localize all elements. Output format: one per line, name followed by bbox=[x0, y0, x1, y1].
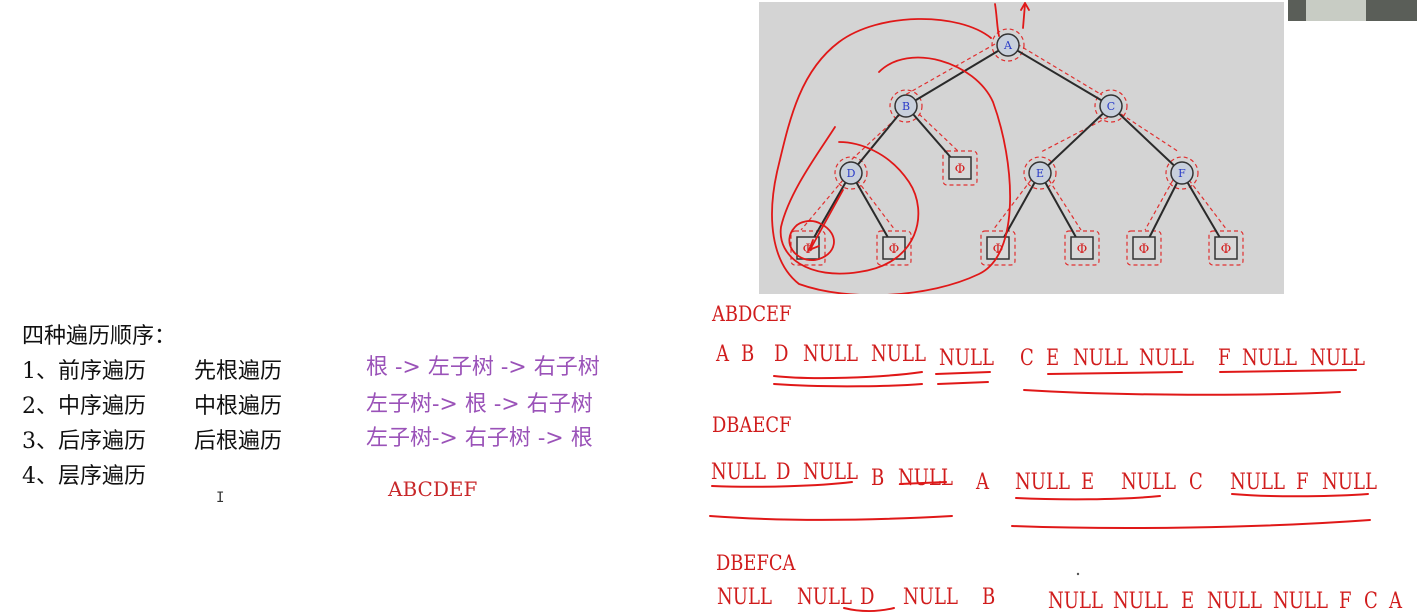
tree-node-c-label: C bbox=[1107, 100, 1115, 113]
postorder-token: C bbox=[1364, 589, 1378, 614]
tree-node-a-label: A bbox=[1003, 39, 1013, 52]
tree-node-c bbox=[1099, 94, 1123, 118]
inorder-token: NULL bbox=[711, 460, 766, 485]
tree-node-b bbox=[894, 94, 918, 118]
item-1-name: 1、前序遍历 bbox=[22, 359, 146, 384]
item-1-order: 根 -> 左子树 -> 右子树 bbox=[366, 355, 600, 380]
tree-null-leaf bbox=[1070, 236, 1094, 260]
preorder-token: NULL bbox=[1310, 346, 1365, 371]
item-4-name: 4、层序遍历 bbox=[22, 464, 146, 489]
inorder-label: DBAECF bbox=[712, 413, 792, 437]
item-2-name: 2、中序遍历 bbox=[22, 394, 146, 419]
inorder-token: B bbox=[871, 466, 885, 491]
postorder-token: F bbox=[1339, 589, 1352, 614]
tree-edges bbox=[807, 44, 1227, 249]
preorder-token: NULL bbox=[1242, 346, 1297, 371]
preorder-token: F bbox=[1218, 346, 1231, 371]
postorder-label: DBEFCA bbox=[716, 551, 796, 575]
preorder-token: NULL bbox=[803, 342, 858, 367]
inorder-token: NULL bbox=[803, 460, 858, 485]
preorder-token: NULL bbox=[1139, 346, 1194, 371]
preorder-token: C bbox=[1020, 346, 1034, 371]
item-1-alias: 先根遍历 bbox=[194, 359, 283, 384]
handwritten-traversal-ink bbox=[771, 1, 1030, 297]
null-symbol: Φ bbox=[889, 242, 900, 257]
inorder-token: NULL bbox=[898, 466, 953, 491]
traversal-dashed-path bbox=[790, 28, 1244, 266]
inorder-token: C bbox=[1189, 470, 1203, 495]
postorder-token: NULL bbox=[1273, 589, 1328, 614]
inorder-token: E bbox=[1081, 470, 1095, 495]
preorder-token: E bbox=[1046, 346, 1060, 371]
postorder-token: NULL bbox=[717, 585, 772, 610]
postorder-token: NULL bbox=[903, 585, 958, 610]
item-3-name: 3、后序遍历 bbox=[22, 429, 146, 454]
postorder-token: E bbox=[1181, 589, 1195, 614]
null-symbol: Φ bbox=[1139, 242, 1150, 257]
tree-node-d bbox=[839, 161, 863, 185]
webcam-thumbnail-highlight bbox=[1306, 0, 1366, 21]
binary-tree-svg: A B C D E F Φ Φ Φ Φ Φ Φ Φ bbox=[771, 1, 1244, 297]
postorder-token: A bbox=[1389, 589, 1403, 614]
inorder-token: NULL bbox=[1121, 470, 1176, 495]
item-3-order: 左子树-> 右子树 -> 根 bbox=[366, 426, 593, 451]
postorder-token: D bbox=[860, 585, 875, 610]
preorder-token: B bbox=[741, 342, 755, 367]
postorder-token: NULL bbox=[1207, 589, 1262, 614]
postorder-token: NULL bbox=[797, 585, 852, 610]
tree-node-d-label: D bbox=[847, 167, 856, 180]
tree-nodes: A B C D E F Φ Φ Φ Φ Φ Φ Φ bbox=[796, 33, 1238, 260]
tree-node-e bbox=[1028, 161, 1052, 185]
inorder-token: NULL bbox=[1015, 470, 1070, 495]
item-2-alias: 中根遍历 bbox=[194, 394, 283, 419]
preorder-token: D bbox=[774, 342, 789, 367]
tree-node-e-label: E bbox=[1036, 167, 1044, 180]
null-symbol: Φ bbox=[955, 162, 966, 177]
level-order-result: ABCDEF bbox=[388, 477, 478, 501]
preorder-token: NULL bbox=[939, 346, 994, 371]
item-2-order: 左子树-> 根 -> 右子树 bbox=[366, 392, 593, 417]
tree-null-leaf bbox=[1214, 236, 1238, 260]
tree-node-f bbox=[1170, 161, 1194, 185]
inorder-token: NULL bbox=[1230, 470, 1285, 495]
tree-null-leaf bbox=[1132, 236, 1156, 260]
null-symbol: Φ bbox=[993, 242, 1004, 257]
null-symbol: Φ bbox=[1221, 242, 1232, 257]
inorder-token: A bbox=[976, 470, 990, 495]
inorder-token: F bbox=[1296, 470, 1309, 495]
traversal-heading: 四种遍历顺序： bbox=[22, 324, 177, 349]
postorder-token: NULL bbox=[1048, 589, 1103, 614]
preorder-token: NULL bbox=[1073, 346, 1128, 371]
null-symbol: Φ bbox=[803, 242, 814, 257]
tree-node-f-label: F bbox=[1178, 167, 1186, 180]
tree-node-b-label: B bbox=[902, 100, 910, 113]
inorder-token: NULL bbox=[1322, 470, 1377, 495]
preorder-token: NULL bbox=[871, 342, 926, 367]
tree-null-leaf bbox=[948, 156, 972, 180]
postorder-token: NULL bbox=[1113, 589, 1168, 614]
null-symbol: Φ bbox=[1077, 242, 1088, 257]
postorder-token: B bbox=[982, 585, 996, 610]
tree-node-a bbox=[996, 33, 1020, 57]
item-3-alias: 后根遍历 bbox=[194, 429, 283, 454]
preorder-label: ABDCEF bbox=[712, 302, 792, 326]
binary-tree-diagram: A B C D E F Φ Φ Φ Φ Φ Φ Φ bbox=[759, 1, 1284, 297]
inorder-token: D bbox=[776, 460, 791, 485]
preorder-token: A bbox=[716, 342, 730, 367]
text-cursor-icon: I bbox=[216, 490, 225, 506]
handwritten-underlines bbox=[709, 369, 1371, 612]
